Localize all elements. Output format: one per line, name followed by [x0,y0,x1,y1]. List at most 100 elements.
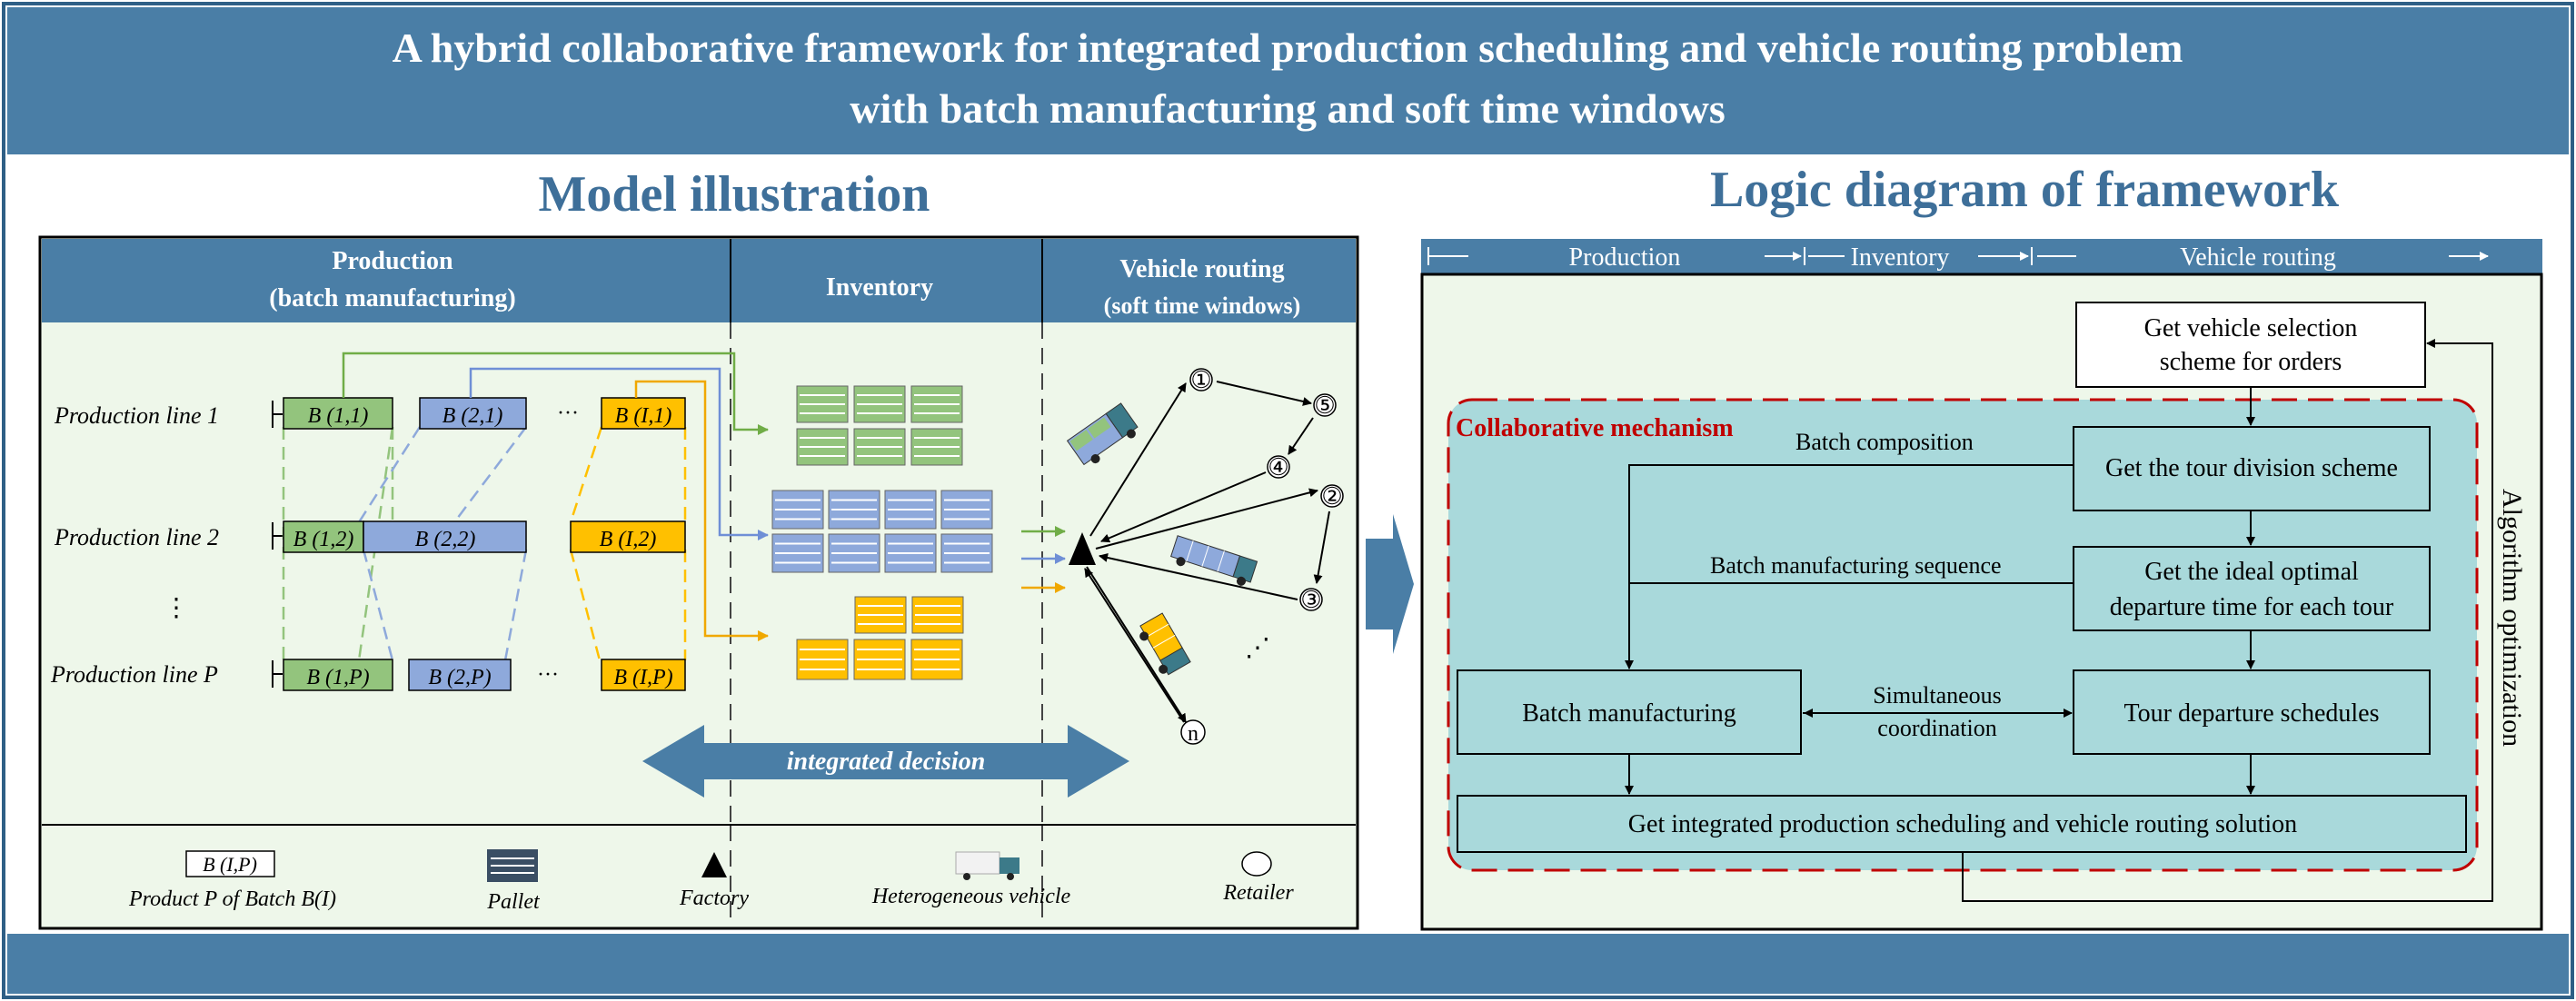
batch-i-1-label: B (I,1) [615,404,672,428]
production-line-p: Production line P [50,661,218,688]
vehicle-selection-line1: Get vehicle selection [2144,314,2358,342]
header-title-line1: A hybrid collaborative framework for int… [393,25,2183,71]
batch-manufacturing-box [1457,669,1802,755]
integrated-decision-label: integrated decision [787,748,986,776]
batch-i-p-label: B (I,P) [613,666,672,689]
legend-factory: Factory [679,887,749,910]
batch-2-p-label: B (2,P) [428,666,491,689]
ideal-departure-line1: Get the ideal optimal [2144,558,2359,586]
pallet-11 [828,533,880,573]
node-ellipsis: ⋰ [1245,634,1270,662]
tour-departure-box [2073,669,2431,755]
pallet-18 [910,639,963,680]
integrated-solution-label: Get integrated production scheduling and… [1628,810,2297,838]
batch-i-2 [570,520,686,553]
integrated-decision-arrow [642,725,1129,798]
batch-composition-label: Batch composition [1795,429,1974,455]
panel-transition-arrow [1366,514,1414,654]
algorithm-optimization-label: Algorithm optimization [2497,489,2527,747]
legend-vehicle-icon [955,851,1019,880]
pallet-10 [771,533,824,573]
retailer-node-4-label: ④ [1268,454,1288,481]
legend-product-box [185,850,275,877]
pallet-6 [771,490,824,530]
legend-product: Product P of Batch B(I) [128,887,336,911]
legend-pallet-icon [487,849,538,882]
pallet-3 [796,428,849,466]
retailer-node-1 [1189,368,1213,391]
truck-icon-3 [1139,612,1191,676]
retailer-node-5-label: ⑤ [1314,392,1335,419]
retailer-node-1-label: ① [1190,367,1211,393]
pallet-15 [911,596,964,634]
pallet-0 [796,385,849,423]
pallet-12 [884,533,937,573]
batch-1-1 [283,397,393,430]
batch-i-p [601,659,686,691]
ideal-departure-line2: departure time for each tour [2110,593,2394,621]
batch-1-2-label: B (1,2) [293,528,354,551]
collaborative-mechanism-label: Collaborative mechanism [1456,414,1734,442]
col-routing-sub: (soft time windows) [1104,292,1301,319]
batch-2-1 [419,397,527,430]
band-inventory: Inventory [1851,243,1950,272]
batch-1-p [283,659,393,691]
header-banner [7,7,2569,154]
truck-icon-1 [1066,402,1139,466]
batch-i-2-label: B (I,2) [600,528,657,551]
col-production-sub: (batch manufacturing) [269,284,515,312]
band-production: Production [1569,243,1681,272]
simultaneous-label: Simultaneous [1873,682,2002,709]
pallet-7 [828,490,880,530]
production-vdots: ⋮ [164,594,189,622]
pallet-9 [940,490,993,530]
retailer-node-4 [1267,455,1290,479]
batch-i-1 [601,397,686,430]
tour-division-box [2073,426,2431,511]
retailer-node-n [1180,719,1206,745]
pallet-5 [910,428,963,466]
production-line-1: Production line 1 [54,402,219,429]
batch-ellipsis-1: ··· [557,401,579,425]
col-production: Production [332,247,453,275]
pallet-17 [853,639,906,680]
batch-ellipsis-3: ··· [537,663,559,687]
legend-factory-icon [701,852,727,877]
truck-icon-2 [1170,535,1258,586]
tour-departure-label: Tour departure schedules [2123,699,2379,728]
pallet-8 [884,490,937,530]
retailer-node-3-label: ③ [1300,587,1321,613]
footer-banner [7,934,2569,994]
batch-2-p [408,659,512,691]
model-illustration-title: Model illustration [539,166,930,223]
logic-diagram-title: Logic diagram of framework [1710,162,2340,218]
retailer-node-n-label: n [1188,722,1198,746]
col-routing: Vehicle routing [1119,255,1284,283]
pallet-2 [910,385,963,423]
model-column-header [42,239,1356,322]
retailer-node-5 [1313,393,1337,417]
pallet-stacks [771,385,993,680]
batch-sequence-label: Batch manufacturing sequence [1710,552,2002,579]
batch-1-p-label: B (1,P) [306,666,369,689]
legend-product-box-label: B (I,P) [203,853,257,876]
batch-2-2-label: B (2,2) [415,528,476,551]
pallet-16 [796,639,849,680]
batch-1-1-label: B (1,1) [308,404,369,428]
pallet-13 [940,533,993,573]
retailer-node-2-label: ② [1321,483,1342,510]
batch-manufacturing-label: Batch manufacturing [1522,699,1736,728]
batch-2-1-label: B (2,1) [443,404,503,428]
retailer-node-3 [1299,588,1323,611]
pallet-1 [853,385,906,423]
retailer-node-2 [1320,484,1344,508]
vehicle-selection-box [2075,302,2426,388]
tour-division-label: Get the tour division scheme [2105,454,2398,482]
factory-icon [1069,532,1096,565]
col-inventory: Inventory [826,273,933,302]
vehicle-selection-line2: scheme for orders [2160,348,2342,376]
legend-retailer: Retailer [1222,881,1294,905]
pallet-14 [854,596,907,634]
integrated-solution-box [1457,795,2467,853]
header-title-line2: with batch manufacturing and soft time w… [850,85,1726,132]
